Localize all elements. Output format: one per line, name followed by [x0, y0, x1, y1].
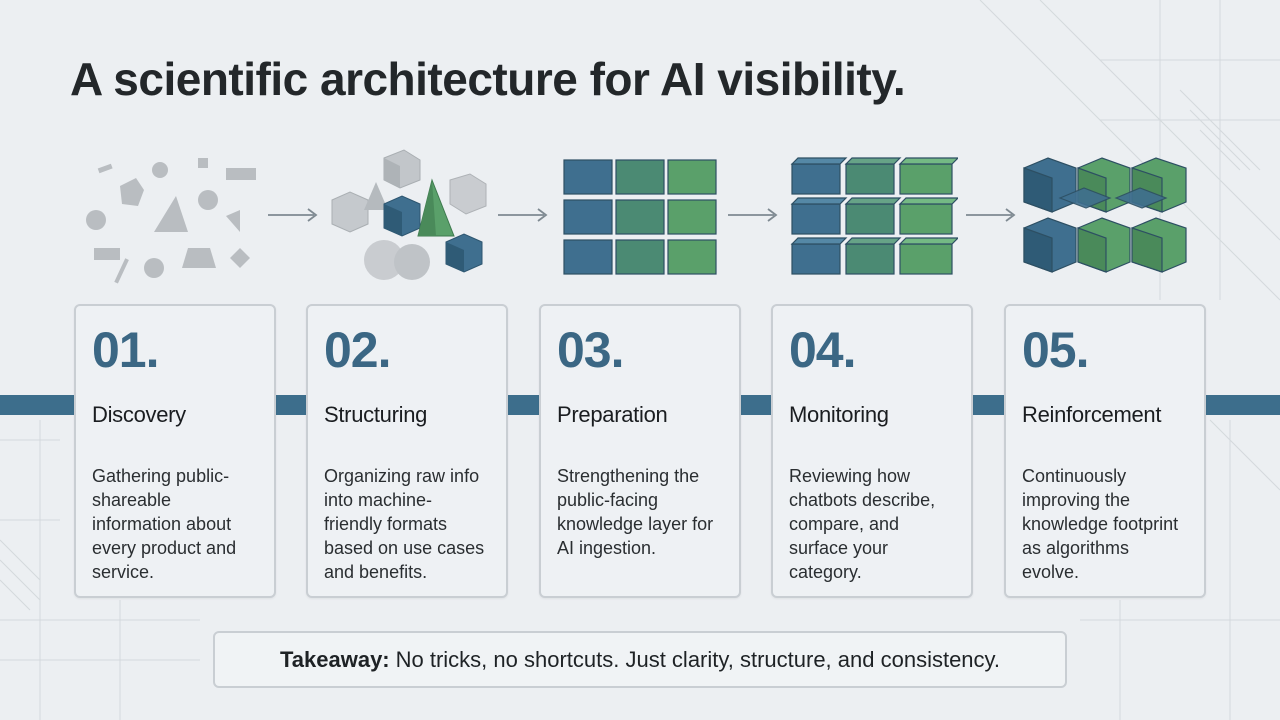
step-description: Continuously improving the knowledge foo…: [1022, 466, 1179, 582]
block-grid-illustration: [790, 157, 958, 275]
step-number: 05.: [1022, 322, 1090, 378]
page-title: A scientific architecture for AI visibil…: [70, 53, 906, 105]
takeaway-text: No tricks, no shortcuts. Just clarity, s…: [395, 646, 1001, 672]
step-card-preparation: 03. Preparation Strengthening the public…: [539, 304, 741, 598]
step-card-monitoring: 04. Monitoring Reviewing how chatbots de…: [771, 304, 973, 598]
takeaway-box: Takeaway: No tricks, no shortcuts. Just …: [213, 631, 1067, 688]
step-number: 03.: [557, 322, 625, 378]
step-number: 02.: [324, 322, 392, 378]
step-card-structuring: 02. Structuring Organizing raw info into…: [306, 304, 508, 598]
step-description: Organizing raw info into machine-friendl…: [324, 466, 485, 582]
step-card-discovery: 01. Discovery Gathering public-shareable…: [74, 304, 276, 598]
flat-grid-illustration: [563, 159, 717, 275]
flow-arrow-icon: [966, 208, 1016, 222]
step-title: Structuring: [324, 402, 428, 427]
structured-shapes-illustration: [331, 149, 487, 280]
step-description: Gathering public-shareable information a…: [92, 466, 237, 582]
step-title: Preparation: [557, 402, 668, 427]
takeaway-label: Takeaway:: [279, 646, 390, 672]
interlocking-cubes-illustration: [1023, 157, 1187, 273]
flow-arrow-icon: [268, 208, 318, 222]
step-card-reinforcement: 05. Reinforcement Continuously improving…: [1004, 304, 1206, 598]
step-title: Monitoring: [789, 402, 889, 427]
step-description: Strengthening the public-facing knowledg…: [557, 466, 714, 558]
flow-arrow-icon: [498, 208, 548, 222]
scattered-shapes-illustration: [86, 158, 256, 284]
step-number: 04.: [789, 322, 857, 378]
step-number: 01.: [92, 322, 160, 378]
step-title: Reinforcement: [1022, 402, 1162, 427]
step-title: Discovery: [92, 402, 186, 427]
flow-arrow-icon: [728, 208, 778, 222]
step-description: Reviewing how chatbots describe, compare…: [789, 466, 936, 582]
